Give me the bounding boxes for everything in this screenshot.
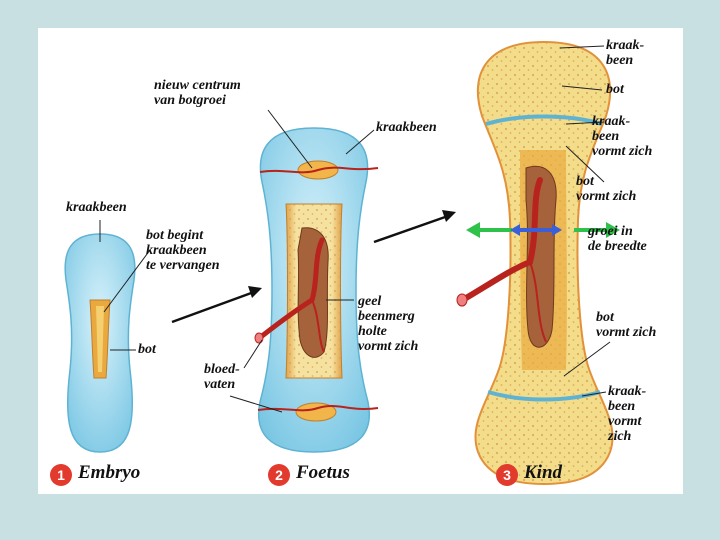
- stage-3-name: Kind: [524, 462, 563, 483]
- stage-3-badge: 3: [496, 464, 518, 486]
- label-embryo-bot: bot: [138, 342, 156, 357]
- label-bot-vormt-zich-1: bot vormt zich: [576, 174, 637, 204]
- label-geel-beenmerg: geel beenmerg holte vormt zich: [358, 294, 419, 354]
- stage-1-badge: 1: [50, 464, 72, 486]
- stage-2-badge: 2: [268, 464, 290, 486]
- label-embryo-kraakbeen: kraakbeen: [66, 200, 127, 215]
- label-kind-kraakbeen-bottom: kraak- been vormt zich: [608, 384, 647, 444]
- label-foetus-kraakbeen: kraakbeen: [376, 120, 437, 135]
- label-bot-begint: bot begint kraakbeen te vervangen: [146, 228, 220, 273]
- progression-arrows: [171, 210, 456, 324]
- leader-lines: [99, 45, 611, 413]
- label-nieuw-centrum: nieuw centrum van botgroei: [154, 78, 241, 108]
- stage-1-name: Embryo: [78, 462, 141, 483]
- label-groei-breedte: groei in de breedte: [588, 224, 647, 254]
- foetus-bone: [254, 127, 379, 453]
- growth-arrows: [466, 222, 620, 238]
- label-bot-vormt-zich-2: bot vormt zich: [596, 310, 657, 340]
- embryo-bone: [64, 233, 136, 453]
- kind-bone: [456, 40, 614, 486]
- stage-2-name: Foetus: [296, 462, 350, 483]
- label-kraakbeen-vormt: kraak- been vormt zich: [592, 114, 653, 159]
- label-kind-bot: bot: [606, 82, 624, 97]
- label-kind-kraakbeen-top: kraak- been: [606, 38, 645, 68]
- label-bloedvaten: bloed- vaten: [204, 362, 240, 392]
